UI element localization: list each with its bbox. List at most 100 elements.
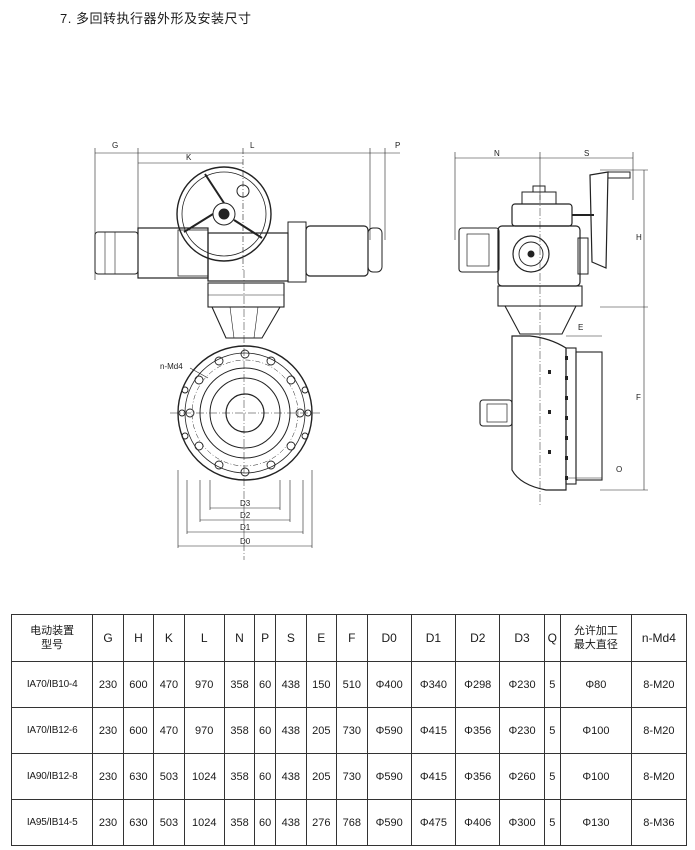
table-cell: Φ356 — [455, 753, 501, 800]
label-h: H — [636, 233, 642, 242]
label-f: F — [636, 393, 641, 402]
header-d2: D2 — [455, 614, 501, 662]
label-n: N — [494, 149, 500, 158]
header-n: N — [223, 614, 256, 662]
table-cell: 358 — [223, 707, 256, 754]
table-cell: IA95/IB14-5 — [10, 799, 94, 846]
header-p: P — [254, 614, 277, 662]
table-cell: Φ590 — [366, 707, 412, 754]
label-l: L — [250, 141, 255, 150]
header-d3: D3 — [499, 614, 545, 662]
table-cell: 438 — [275, 753, 307, 800]
header-n-md4: n-Md4 — [630, 614, 688, 662]
table-cell: 600 — [122, 707, 155, 754]
header-q: Q — [543, 614, 561, 662]
table-cell: 470 — [153, 661, 185, 708]
table-cell: 230 — [92, 799, 124, 846]
table-cell: 230 — [92, 661, 124, 708]
table-cell: Φ100 — [559, 753, 632, 800]
header-f: F — [336, 614, 368, 662]
header-k: K — [153, 614, 185, 662]
table-cell: Φ260 — [499, 753, 545, 800]
table-cell: 8-M20 — [630, 753, 688, 800]
header-max-diameter: 允许加工 最大直径 — [559, 614, 632, 662]
table-cell: 470 — [153, 707, 185, 754]
label-o: O — [616, 465, 622, 474]
table-cell: 503 — [153, 799, 185, 846]
table-cell: 510 — [336, 661, 368, 708]
label-g: G — [112, 141, 118, 150]
table-cell: Φ230 — [499, 661, 545, 708]
table-cell: 60 — [254, 707, 277, 754]
table-cell: Φ356 — [455, 707, 501, 754]
table-cell: Φ230 — [499, 707, 545, 754]
table-cell: 8-M36 — [630, 799, 688, 846]
table-cell: Φ415 — [410, 707, 457, 754]
label-k: K — [186, 153, 192, 162]
table-cell: 730 — [336, 753, 368, 800]
spec-table: 电动装置 型号 G H K L N P S E F D0 D1 D2 D3 Q … — [10, 614, 688, 846]
header-s: S — [275, 614, 307, 662]
table-cell: 5 — [543, 799, 561, 846]
label-d1: D1 — [240, 523, 251, 532]
table-cell: IA90/IB12-8 — [10, 753, 94, 800]
label-p: P — [395, 141, 400, 150]
table-cell: 60 — [254, 661, 277, 708]
table-cell: Φ340 — [410, 661, 457, 708]
table-cell: 276 — [305, 799, 338, 846]
table-cell: 600 — [122, 661, 155, 708]
table-cell: 60 — [254, 799, 277, 846]
table-cell: IA70/IB12-6 — [10, 707, 94, 754]
table-cell: 230 — [92, 707, 124, 754]
table-cell: IA70/IB10-4 — [10, 661, 94, 708]
table-cell: 630 — [122, 753, 155, 800]
label-d0: D0 — [240, 537, 251, 546]
table-cell: Φ300 — [499, 799, 545, 846]
header-e: E — [305, 614, 338, 662]
header-h: H — [122, 614, 155, 662]
table-cell: 230 — [92, 753, 124, 800]
table-cell: 970 — [183, 661, 225, 708]
table-cell: 8-M20 — [630, 661, 688, 708]
header-g: G — [92, 614, 124, 662]
table-cell: 768 — [336, 799, 368, 846]
label-d2: D2 — [240, 511, 251, 520]
table-cell: 1024 — [183, 799, 225, 846]
table-cell: 205 — [305, 707, 338, 754]
label-e: E — [578, 323, 583, 332]
table-cell: 150 — [305, 661, 338, 708]
table-cell: 205 — [305, 753, 338, 800]
table-cell: Φ590 — [366, 799, 412, 846]
table-cell: Φ298 — [455, 661, 501, 708]
table-row: IA70/IB10-4 230 600 470 970 358 60 438 1… — [10, 661, 688, 708]
table-cell: 438 — [275, 707, 307, 754]
table-cell: 503 — [153, 753, 185, 800]
table-cell: 970 — [183, 707, 225, 754]
table-header-row: 电动装置 型号 G H K L N P S E F D0 D1 D2 D3 Q … — [10, 614, 688, 662]
table-cell: 358 — [223, 661, 256, 708]
table-cell: Φ475 — [410, 799, 457, 846]
table-cell: 5 — [543, 661, 561, 708]
header-d0: D0 — [366, 614, 412, 662]
table-row: IA90/IB12-8 230 630 503 1024 358 60 438 … — [10, 753, 688, 800]
table-cell: Φ130 — [559, 799, 632, 846]
table-cell: 630 — [122, 799, 155, 846]
table-cell: Φ80 — [559, 661, 632, 708]
page-title: 7. 多回转执行器外形及安装尺寸 — [60, 11, 252, 26]
table-cell: Φ415 — [410, 753, 457, 800]
table-cell: 438 — [275, 799, 307, 846]
table-cell: 8-M20 — [630, 707, 688, 754]
table-cell: 60 — [254, 753, 277, 800]
header-d1: D1 — [410, 614, 457, 662]
table-cell: Φ400 — [366, 661, 412, 708]
table-cell: 730 — [336, 707, 368, 754]
label-s: S — [584, 149, 589, 158]
table-cell: 358 — [223, 799, 256, 846]
table-cell: Φ406 — [455, 799, 501, 846]
table-cell: 438 — [275, 661, 307, 708]
table-cell: Φ590 — [366, 753, 412, 800]
actuator-drawing: G K L P n-Md4 D3 D2 D1 D0 N S H E F O — [94, 141, 648, 560]
table-cell: 5 — [543, 753, 561, 800]
table-row: IA95/IB14-5 230 630 503 1024 358 60 438 … — [10, 799, 688, 846]
header-model: 电动装置 型号 — [10, 614, 94, 662]
